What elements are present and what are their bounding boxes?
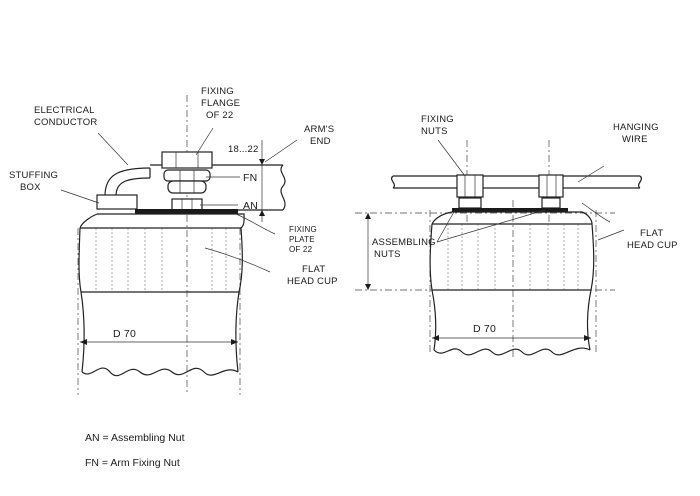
left-assembly: D 70 18...22 ELECTRICAL CONDUCTOR FIXING (9, 86, 338, 395)
stuffing-box-label: STUFFING BOX (9, 170, 61, 193)
legend-fn: FN = Arm Fixing Nut (85, 457, 180, 469)
fixing-flange (161, 151, 213, 169)
right-leader-lines (436, 139, 625, 243)
fixing-plate-label: FIXING PLATE OF 22 (289, 225, 319, 254)
fixing-nuts-label: FIXING NUTS (421, 114, 457, 137)
hanging-wire-label: HANGING WIRE (613, 122, 662, 145)
arms-end-label: ARM'S END (304, 124, 337, 147)
right-fixing-plate (452, 208, 568, 212)
right-height-dimension (365, 213, 371, 290)
left-diameter-label: D 70 (113, 328, 136, 340)
electrical-conductor-label: ELECTRICAL CONDUCTOR (34, 105, 97, 128)
stuffing-box (96, 194, 138, 210)
arm-fixing-nut (163, 169, 211, 194)
assembling-nut (171, 198, 203, 211)
an-label: AN (243, 200, 258, 212)
left-flat-head-cup-label: FLAT HEAD CUP (287, 264, 338, 287)
right-lamp-glass (431, 289, 592, 356)
assembling-nuts-label: ASSEMBLING NUTS (372, 237, 439, 260)
right-diameter-label: D 70 (473, 323, 496, 335)
right-assembly: D 70 FIXING NUTS HANGING WIRE ASSEMBLIN (355, 114, 678, 360)
right-flat-head-cup-label: FLAT HEAD CUP (627, 228, 678, 251)
hanging-wire (390, 175, 643, 189)
electrical-conductor-pipe (104, 167, 151, 197)
right-flat-head-cup (429, 211, 595, 291)
fixing-plate (135, 209, 238, 214)
left-leader-lines (60, 127, 298, 273)
dimension-label: 18...22 (228, 144, 258, 155)
left-flat-head-cup (78, 213, 245, 293)
left-lamp-glass (80, 291, 240, 377)
fixing-flange-label: FIXING FLANGE OF 22 (201, 86, 243, 121)
arm-thickness-dimension: 18...22 (228, 140, 265, 222)
right-fixing-nut-1 (456, 174, 484, 209)
legend-an: AN = Assembling Nut (85, 432, 185, 444)
fn-label: FN (243, 172, 257, 184)
right-fixing-nut-2 (538, 174, 564, 209)
left-diameter-dimension: D 70 (80, 328, 238, 345)
right-diameter-dimension: D 70 (432, 323, 591, 341)
